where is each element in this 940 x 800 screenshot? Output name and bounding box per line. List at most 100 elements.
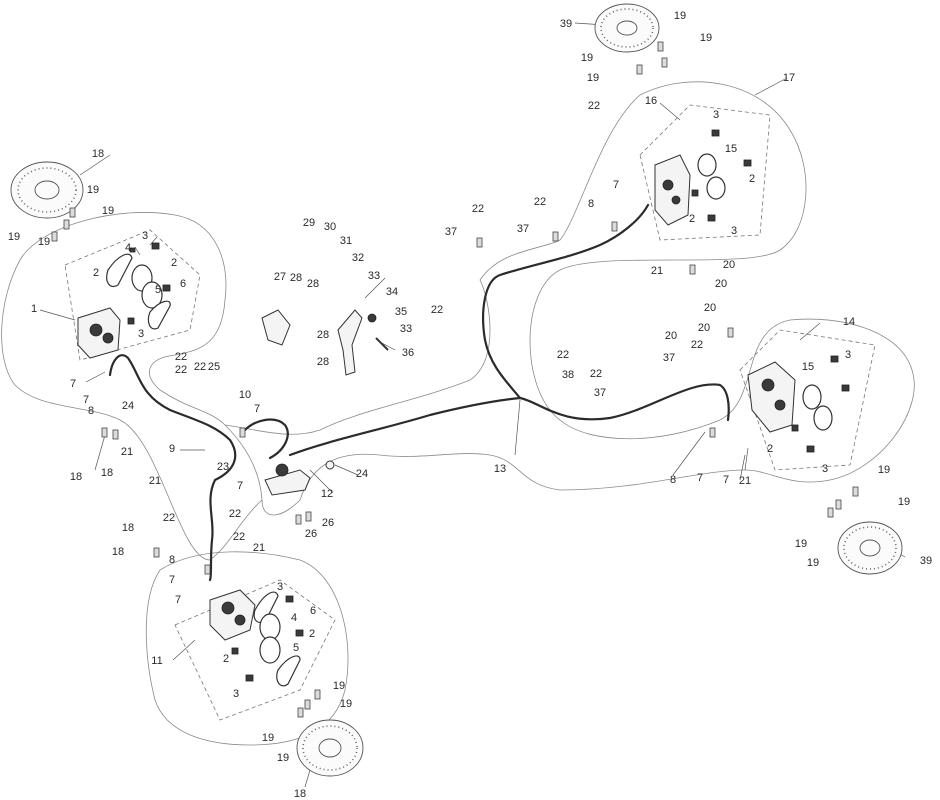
callout-37: 37 — [594, 387, 606, 399]
caliper-box-rear-left — [174, 579, 336, 721]
disc-front-left — [10, 161, 84, 219]
callout-26: 26 — [305, 528, 317, 540]
callout-37: 37 — [445, 226, 457, 238]
fasteners — [51, 41, 859, 718]
callout-7: 7 — [70, 378, 76, 390]
callout-18: 18 — [101, 467, 113, 479]
callout-34: 34 — [386, 286, 398, 298]
caliper-rear-top — [654, 129, 752, 226]
callout-22: 22 — [431, 304, 443, 316]
callout-22: 22 — [588, 100, 600, 112]
callout-19: 19 — [795, 538, 807, 550]
callout-21: 21 — [253, 542, 265, 554]
callout-15: 15 — [802, 361, 814, 373]
callout-8: 8 — [169, 554, 175, 566]
callout-37: 37 — [517, 223, 529, 235]
callout-35: 35 — [395, 306, 407, 318]
callout-19: 19 — [8, 231, 20, 243]
callout-3: 3 — [233, 688, 239, 700]
callout-19: 19 — [581, 52, 593, 64]
callout-33: 33 — [368, 270, 380, 282]
callout-19: 19 — [587, 72, 599, 84]
callout-19: 19 — [87, 184, 99, 196]
callout-18: 18 — [92, 148, 104, 160]
callout-28: 28 — [317, 356, 329, 368]
callout-28: 28 — [307, 278, 319, 290]
callout-24: 24 — [122, 400, 134, 412]
callout-4: 4 — [125, 242, 131, 254]
callout-20: 20 — [715, 278, 727, 290]
callout-22: 22 — [194, 361, 206, 373]
hose-main — [288, 383, 730, 457]
callout-8: 8 — [88, 405, 94, 417]
zone-front-left — [1, 212, 263, 561]
callout-5: 5 — [155, 284, 161, 296]
callout-21: 21 — [121, 446, 133, 458]
callout-3: 3 — [142, 230, 148, 242]
callout-36: 36 — [402, 347, 414, 359]
callout-31: 31 — [340, 235, 352, 247]
zone-rear-left — [145, 551, 349, 746]
callout-23: 23 — [217, 461, 229, 473]
callout-21: 21 — [149, 475, 161, 487]
caliper-rear-right — [747, 355, 850, 453]
callout-19: 19 — [898, 496, 910, 508]
callout-8: 8 — [670, 474, 676, 486]
callout-9: 9 — [169, 443, 175, 455]
calipers — [77, 129, 850, 687]
caliper-front-left — [77, 242, 171, 359]
callout-32: 32 — [352, 252, 364, 264]
callout-6: 6 — [180, 278, 186, 290]
callout-22: 22 — [175, 364, 187, 376]
callout-7: 7 — [169, 574, 175, 586]
callout-21: 21 — [739, 475, 751, 487]
callout-3: 3 — [822, 463, 828, 475]
callout-3: 3 — [845, 349, 851, 361]
callout-22: 22 — [233, 531, 245, 543]
callout-16: 16 — [645, 95, 657, 107]
callout-10: 10 — [239, 389, 251, 401]
callout-15: 15 — [725, 143, 737, 155]
callout-30: 30 — [324, 221, 336, 233]
callout-22: 22 — [534, 196, 546, 208]
hose-front — [108, 354, 237, 582]
callout-38: 38 — [562, 369, 574, 381]
caliper-rear-left — [209, 589, 304, 687]
callout-3: 3 — [138, 328, 144, 340]
callout-18: 18 — [70, 471, 82, 483]
callout-19: 19 — [333, 680, 345, 692]
callout-3: 3 — [731, 225, 737, 237]
callout-20: 20 — [665, 330, 677, 342]
callout-24: 24 — [356, 468, 368, 480]
callout-22: 22 — [557, 349, 569, 361]
callout-22: 22 — [590, 368, 602, 380]
callout-2: 2 — [93, 267, 99, 279]
brake-hoses — [108, 203, 730, 582]
callout-20: 20 — [698, 322, 710, 334]
callout-11: 11 — [151, 655, 162, 667]
brake-discs — [10, 3, 903, 777]
callout-18: 18 — [294, 788, 306, 800]
callout-3: 3 — [277, 581, 283, 593]
callout-7: 7 — [254, 403, 260, 415]
callout-2: 2 — [749, 173, 755, 185]
callout-28: 28 — [317, 329, 329, 341]
callout-19: 19 — [102, 205, 114, 217]
callout-4: 4 — [291, 612, 297, 624]
callout-22: 22 — [691, 339, 703, 351]
callout-18: 18 — [122, 522, 134, 534]
callout-19: 19 — [340, 698, 352, 710]
callout-12: 12 — [321, 488, 333, 500]
callout-39: 39 — [920, 555, 932, 567]
callout-19: 19 — [674, 10, 686, 22]
callout-14: 14 — [843, 316, 855, 328]
callout-17: 17 — [783, 72, 795, 84]
callout-19: 19 — [38, 236, 50, 248]
callout-2: 2 — [689, 213, 695, 225]
callout-2: 2 — [309, 628, 315, 640]
callout-7: 7 — [237, 480, 243, 492]
callout-6: 6 — [310, 605, 316, 617]
callout-27: 27 — [274, 271, 286, 283]
callout-7: 7 — [613, 179, 619, 191]
